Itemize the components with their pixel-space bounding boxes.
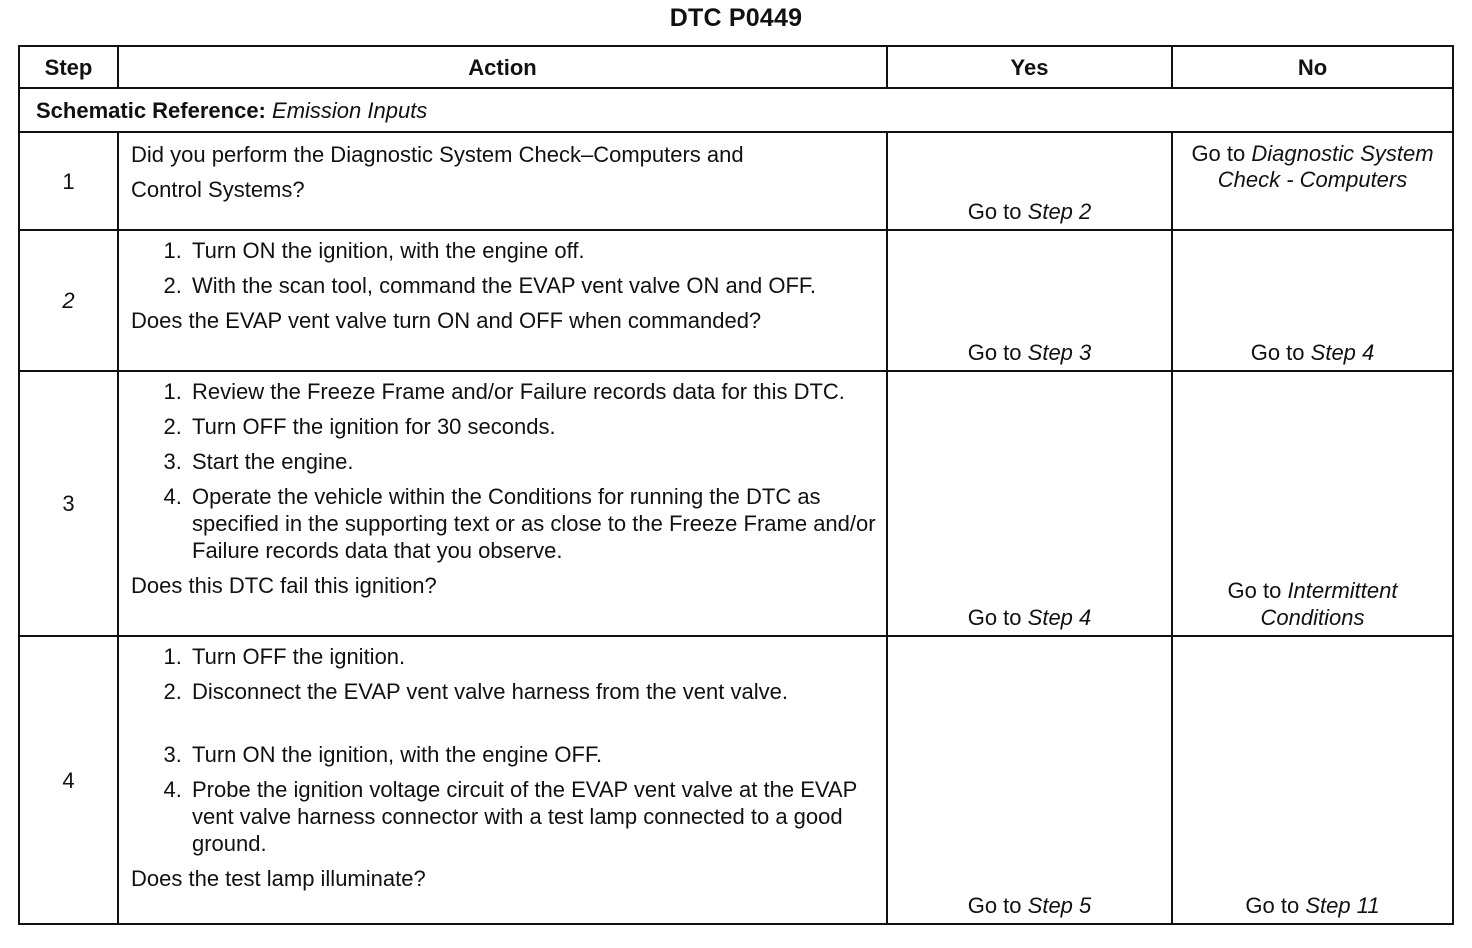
step-number: 1: [18, 131, 119, 231]
document-title: DTC P0449: [669, 4, 803, 32]
header-no: No: [1171, 45, 1454, 89]
action-steps-list: Review the Freeze Frame and/or Failure r…: [131, 378, 876, 564]
no-cell: Go to Step 4: [1171, 229, 1454, 372]
table-row: 2 Turn ON the ignition, with the engine …: [18, 229, 1454, 372]
step-number: 2: [18, 229, 119, 372]
step-number: 3: [18, 370, 119, 637]
schematic-reference-link[interactable]: Emission Inputs: [272, 97, 428, 123]
list-item: With the scan tool, command the EVAP ven…: [188, 272, 876, 299]
header-row: Step Action Yes No: [18, 45, 1454, 89]
question-text: Does the test lamp illuminate?: [131, 866, 426, 891]
table-row: 1 Did you perform the Diagnostic System …: [18, 131, 1454, 231]
action-text: Did you perform the Diagnostic System Ch…: [131, 142, 744, 167]
yes-link-step[interactable]: Step 5: [1027, 893, 1092, 918]
list-item: Turn OFF the ignition.: [188, 643, 876, 670]
step-number: 4: [18, 635, 119, 925]
no-prefix: Go to: [1245, 893, 1300, 918]
header-step: Step: [18, 45, 119, 89]
table-row: 4 Turn OFF the ignition. Disconnect the …: [18, 635, 1454, 925]
yes-link-step[interactable]: Step 3: [1027, 340, 1092, 365]
header-action: Action: [117, 45, 888, 89]
yes-prefix: Go to: [967, 605, 1022, 630]
list-item: Disconnect the EVAP vent valve harness f…: [188, 678, 876, 705]
no-link-step[interactable]: Step 11: [1305, 893, 1380, 918]
list-item: Operate the vehicle within the Condition…: [188, 483, 876, 564]
no-prefix: Go to: [1227, 578, 1282, 603]
yes-cell: Go to Step 2: [886, 131, 1173, 231]
list-item: Turn ON the ignition, with the engine of…: [188, 237, 876, 264]
question-text: Does this DTC fail this ignition?: [131, 573, 437, 598]
table-row: 3 Review the Freeze Frame and/or Failure…: [18, 370, 1454, 637]
schematic-reference-label: Schematic Reference:: [36, 97, 266, 123]
header-yes: Yes: [886, 45, 1173, 89]
list-item: Review the Freeze Frame and/or Failure r…: [188, 378, 876, 405]
action-cell: Turn OFF the ignition. Disconnect the EV…: [117, 635, 888, 925]
no-prefix: Go to: [1191, 141, 1246, 166]
action-cell: Did you perform the Diagnostic System Ch…: [117, 131, 888, 231]
yes-cell: Go to Step 5: [886, 635, 1173, 925]
action-cell: Turn ON the ignition, with the engine of…: [117, 229, 888, 372]
no-cell: Go to Step 11: [1171, 635, 1454, 925]
action-text: Control Systems?: [131, 177, 305, 202]
no-prefix: Go to: [1250, 340, 1305, 365]
no-cell: Go to Diagnostic System Check - Computer…: [1171, 131, 1454, 231]
list-item: Probe the ignition voltage circuit of th…: [188, 776, 876, 857]
no-cell: Go to Intermittent Conditions: [1171, 370, 1454, 637]
yes-prefix: Go to: [967, 199, 1022, 224]
diagnostic-table: Step Action Yes No Schematic Reference: …: [18, 45, 1454, 925]
action-steps-list: Turn ON the ignition, with the engine of…: [131, 237, 876, 299]
list-item: Turn OFF the ignition for 30 seconds.: [188, 413, 876, 440]
yes-link-step[interactable]: Step 4: [1027, 605, 1092, 630]
list-item: Turn ON the ignition, with the engine OF…: [188, 741, 876, 768]
yes-link-step[interactable]: Step 2: [1027, 199, 1092, 224]
yes-cell: Go to Step 3: [886, 229, 1173, 372]
schematic-reference-row: Schematic Reference: Emission Inputs: [18, 87, 1454, 133]
yes-prefix: Go to: [967, 340, 1022, 365]
no-link-intermittent-conditions[interactable]: Intermittent Conditions: [1260, 578, 1398, 630]
action-cell: Review the Freeze Frame and/or Failure r…: [117, 370, 888, 637]
no-link-diagnostic-system-check[interactable]: Diagnostic System Check - Computers: [1217, 141, 1434, 192]
yes-cell: Go to Step 4: [886, 370, 1173, 637]
question-text: Does the EVAP vent valve turn ON and OFF…: [131, 308, 762, 333]
list-item: Start the engine.: [188, 448, 876, 475]
no-link-step[interactable]: Step 4: [1310, 340, 1375, 365]
action-steps-list: Turn OFF the ignition. Disconnect the EV…: [131, 643, 876, 857]
yes-prefix: Go to: [967, 893, 1022, 918]
